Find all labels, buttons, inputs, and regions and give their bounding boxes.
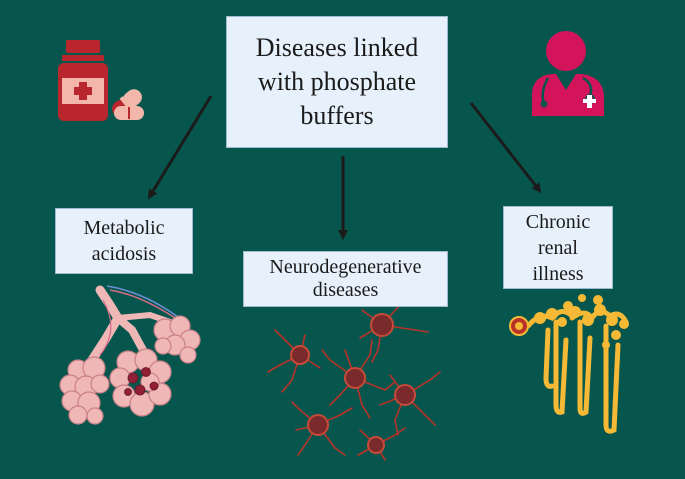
arrow-to-metabolic-acidosis bbox=[147, 95, 213, 200]
chronic-renal-illness-label: Chronic renal illness bbox=[525, 210, 591, 285]
metabolic-acidosis-label: Metabolic acidosis bbox=[83, 217, 165, 265]
chronic-renal-illness-box: Chronic renal illness bbox=[503, 206, 613, 289]
arrow-to-chronic-renal bbox=[469, 102, 542, 194]
central-topic-label: Diseases linked with phosphate buffers bbox=[255, 33, 419, 130]
medicine-bottle-icon bbox=[58, 40, 108, 121]
neurodegenerative-diseases-box: Neurodegenerative diseases bbox=[243, 251, 448, 307]
central-topic-box: Diseases linked with phosphate buffers bbox=[226, 16, 448, 148]
lungs-alveoli-illustration bbox=[59, 285, 201, 425]
doctor-icon bbox=[532, 31, 604, 116]
pill-tablet-icon bbox=[114, 106, 144, 120]
neurodegenerative-diseases-label: Neurodegenerative diseases bbox=[269, 256, 422, 301]
neuron-cell-bodies bbox=[290, 313, 416, 454]
neurons-illustration bbox=[267, 297, 441, 461]
kidney-nephron-illustration bbox=[509, 294, 629, 434]
metabolic-acidosis-box: Metabolic acidosis bbox=[55, 208, 193, 274]
